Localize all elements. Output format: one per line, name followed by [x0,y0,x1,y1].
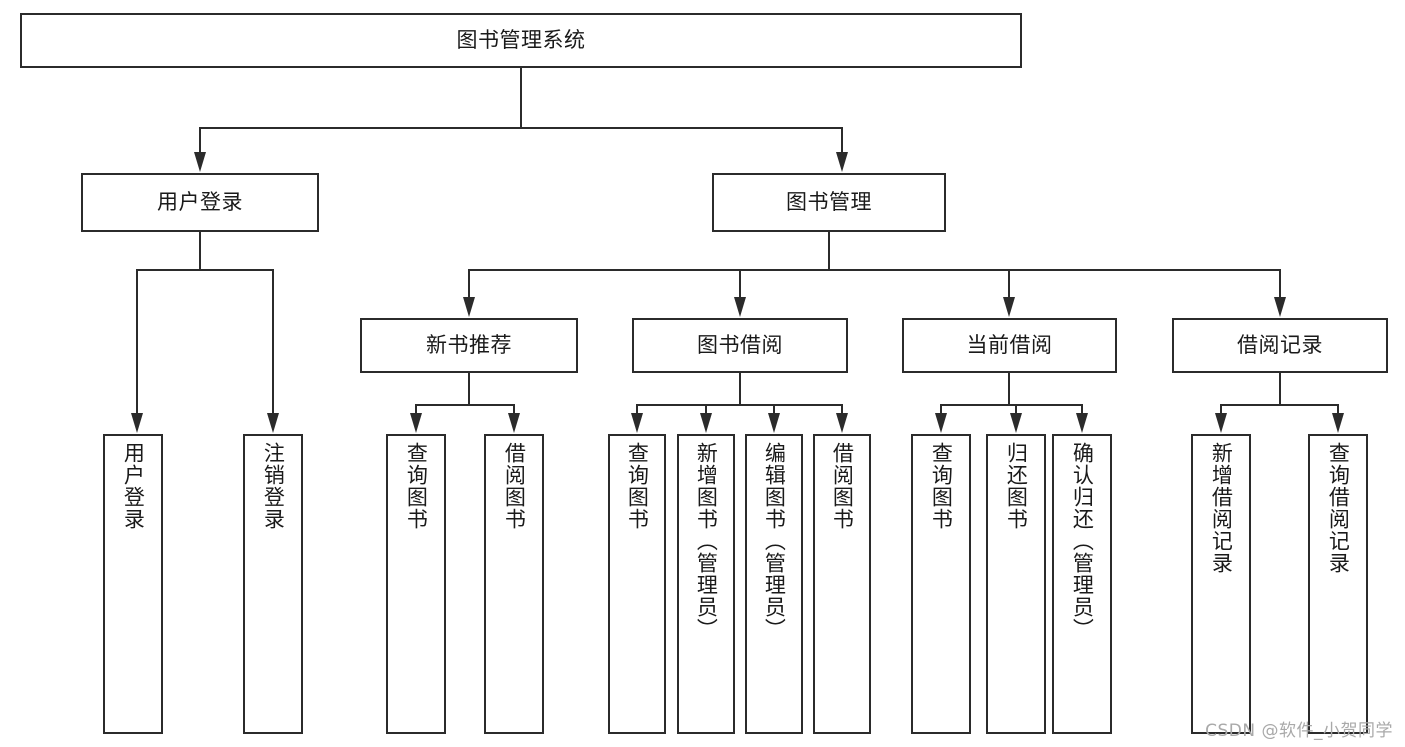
node-label: 图书借阅 [697,332,783,357]
node-leaf-return-book[interactable]: 归还图书 [986,434,1046,734]
arrowhead-icon [410,413,422,433]
node-borrow-record[interactable]: 借阅记录 [1172,318,1388,373]
node-label: 图书管理系统 [456,27,586,52]
arrowhead-icon [1274,297,1286,317]
arrowhead-icon [935,413,947,433]
node-current-borrow[interactable]: 当前借阅 [902,318,1117,373]
node-label: 编辑图书（管理员） [762,442,787,640]
node-label: 图书管理 [786,189,872,214]
node-book-manage[interactable]: 图书管理 [712,173,946,232]
node-label: 用户登录 [121,442,146,530]
node-label: 新增借阅记录 [1209,442,1234,574]
node-label: 注销登录 [261,442,286,530]
arrowhead-icon [1076,413,1088,433]
node-label: 查询借阅记录 [1326,442,1351,574]
node-label: 查询图书 [625,442,650,530]
node-label: 借阅图书 [502,442,527,530]
node-user-login[interactable]: 用户登录 [81,173,319,232]
node-label: 借阅图书 [830,442,855,530]
node-root[interactable]: 图书管理系统 [20,13,1022,68]
arrowhead-icon [631,413,643,433]
node-label: 借阅记录 [1237,332,1323,357]
arrowhead-icon [508,413,520,433]
node-leaf-query-book-1[interactable]: 查询图书 [386,434,446,734]
node-label: 新书推荐 [426,332,512,357]
node-leaf-edit-book[interactable]: 编辑图书（管理员） [745,434,803,734]
connector-arrowheads [131,152,1344,433]
node-leaf-borrow-book-1[interactable]: 借阅图书 [484,434,544,734]
arrowhead-icon [131,413,143,433]
node-leaf-confirm-return[interactable]: 确认归还（管理员） [1052,434,1112,734]
node-label: 归还图书 [1004,442,1029,530]
node-label: 新增图书（管理员） [694,442,719,640]
node-leaf-query-book-3[interactable]: 查询图书 [911,434,971,734]
arrowhead-icon [768,413,780,433]
arrowhead-icon [194,152,206,172]
arrowhead-icon [1332,413,1344,433]
node-book-borrow[interactable]: 图书借阅 [632,318,848,373]
arrowhead-icon [836,152,848,172]
node-leaf-user-login[interactable]: 用户登录 [103,434,163,734]
node-leaf-query-book-2[interactable]: 查询图书 [608,434,666,734]
arrowhead-icon [1003,297,1015,317]
arrowhead-icon [734,297,746,317]
arrowhead-icon [700,413,712,433]
node-label: 查询图书 [929,442,954,530]
node-leaf-borrow-book-2[interactable]: 借阅图书 [813,434,871,734]
arrowhead-icon [463,297,475,317]
node-label: 查询图书 [404,442,429,530]
arrowhead-icon [267,413,279,433]
node-leaf-add-record[interactable]: 新增借阅记录 [1191,434,1251,734]
node-leaf-add-book[interactable]: 新增图书（管理员） [677,434,735,734]
node-label: 用户登录 [157,189,243,214]
arrowhead-icon [1010,413,1022,433]
node-new-book-recommend[interactable]: 新书推荐 [360,318,578,373]
arrowhead-icon [1215,413,1227,433]
node-leaf-logout[interactable]: 注销登录 [243,434,303,734]
node-label: 当前借阅 [966,332,1053,357]
node-leaf-query-record[interactable]: 查询借阅记录 [1308,434,1368,734]
node-label: 确认归还（管理员） [1070,442,1095,640]
arrowhead-icon [836,413,848,433]
